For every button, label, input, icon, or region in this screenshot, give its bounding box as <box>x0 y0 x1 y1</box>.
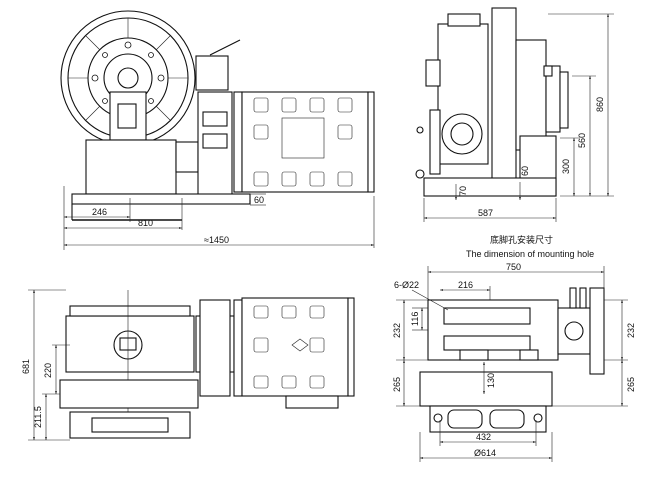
dim-232-right: 232 <box>626 323 636 338</box>
dim-587: 587 <box>478 208 493 218</box>
dim-432: 432 <box>476 432 491 442</box>
dim-70: 70 <box>458 186 468 196</box>
dim-232-left: 232 <box>392 323 402 338</box>
dim-860: 860 <box>595 97 605 112</box>
front-dimensions <box>63 186 375 250</box>
dim-265-left: 265 <box>392 377 402 392</box>
motor-body <box>241 91 375 193</box>
dim-810: 810 <box>138 218 153 228</box>
dim-246: 246 <box>92 207 107 217</box>
side-view: 860 560 300 70 60 587 <box>415 7 614 222</box>
dim-216: 216 <box>458 280 473 290</box>
dim-300: 300 <box>561 159 571 174</box>
dim-750: 750 <box>506 262 521 272</box>
dim-265-right: 265 <box>626 377 636 392</box>
dim-130: 130 <box>486 373 496 388</box>
dim-1450: ≈1450 <box>204 235 229 245</box>
caption-zh: 底脚孔安装尺寸 <box>490 234 553 245</box>
base-frame <box>71 193 251 221</box>
mounting-plan: 750 216 6-Ø22 116 232 265 232 265 130 43… <box>392 262 636 462</box>
brake-assembly <box>195 39 243 197</box>
dim-211-5: 211.5 <box>33 406 43 428</box>
dim-560: 560 <box>577 133 587 148</box>
dim-60-front: 60 <box>254 195 264 205</box>
dim-220: 220 <box>43 363 53 378</box>
front-view: 246 810 ≈1450 60 <box>60 10 375 250</box>
label-6-holes: 6-Ø22 <box>394 280 419 290</box>
dim-116: 116 <box>410 312 420 326</box>
top-view: 681 220 211.5 <box>21 289 355 441</box>
dim-60-side: 60 <box>520 166 530 176</box>
dim-681: 681 <box>21 359 31 374</box>
caption-en: The dimension of mounting hole <box>466 249 594 259</box>
top-motor <box>241 297 355 409</box>
dim-614: Ø614 <box>474 448 496 458</box>
